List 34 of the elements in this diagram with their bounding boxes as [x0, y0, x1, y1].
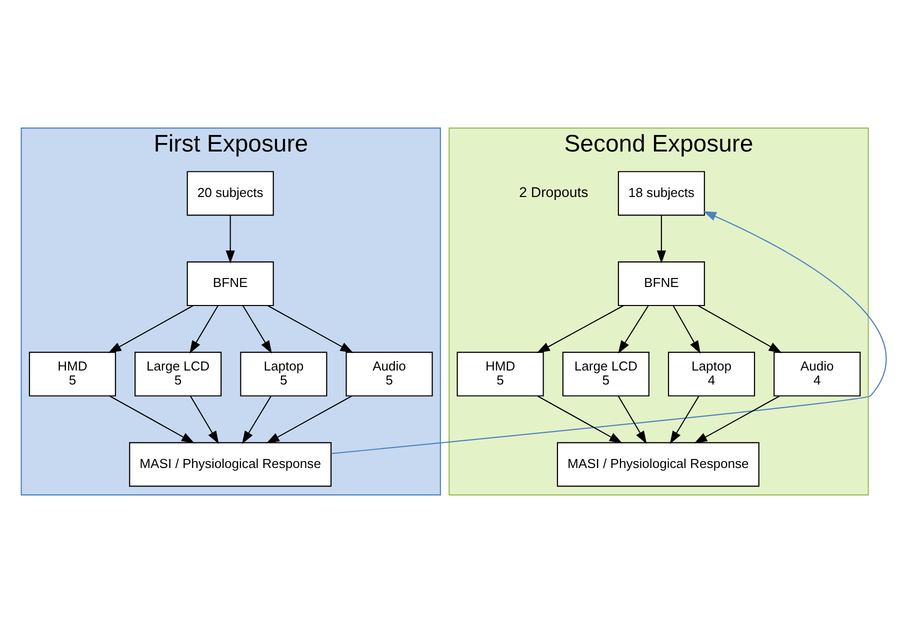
node-box: HMD 5	[456, 352, 544, 396]
arrow	[670, 396, 700, 444]
arrow	[190, 305, 218, 354]
arrow	[108, 305, 194, 354]
arrow	[694, 396, 780, 444]
node-box: HMD 5	[28, 352, 116, 396]
arrow	[698, 305, 782, 354]
node-box: BFNE	[618, 261, 705, 306]
node-box: BFNE	[186, 261, 274, 306]
node-label: 2 Dropouts	[519, 184, 588, 200]
node-box: 20 subjects	[186, 171, 274, 216]
arrow	[331, 211, 886, 454]
node-box: MASI / Physiological Response	[129, 442, 332, 487]
node-box: Laptop 4	[668, 352, 756, 396]
node-box: Large LCD 5	[562, 352, 650, 396]
arrow	[110, 396, 195, 444]
arrow	[618, 396, 647, 444]
node-box: Audio 4	[774, 352, 861, 396]
node-box: Audio 5	[346, 352, 433, 396]
node-box: Laptop 5	[240, 352, 328, 396]
arrow	[268, 305, 354, 354]
arrow	[537, 396, 622, 444]
arrow	[242, 305, 272, 354]
arrow	[618, 305, 649, 354]
node-box: Large LCD 5	[134, 352, 222, 396]
arrow	[266, 396, 352, 444]
node-box: MASI / Physiological Response	[556, 442, 760, 487]
arrow	[672, 305, 701, 354]
arrow	[242, 396, 272, 444]
arrow	[656, 215, 666, 264]
node-box: 18 subjects	[618, 171, 705, 216]
arrow	[226, 215, 235, 264]
arrow	[190, 396, 219, 444]
arrow	[536, 305, 624, 354]
